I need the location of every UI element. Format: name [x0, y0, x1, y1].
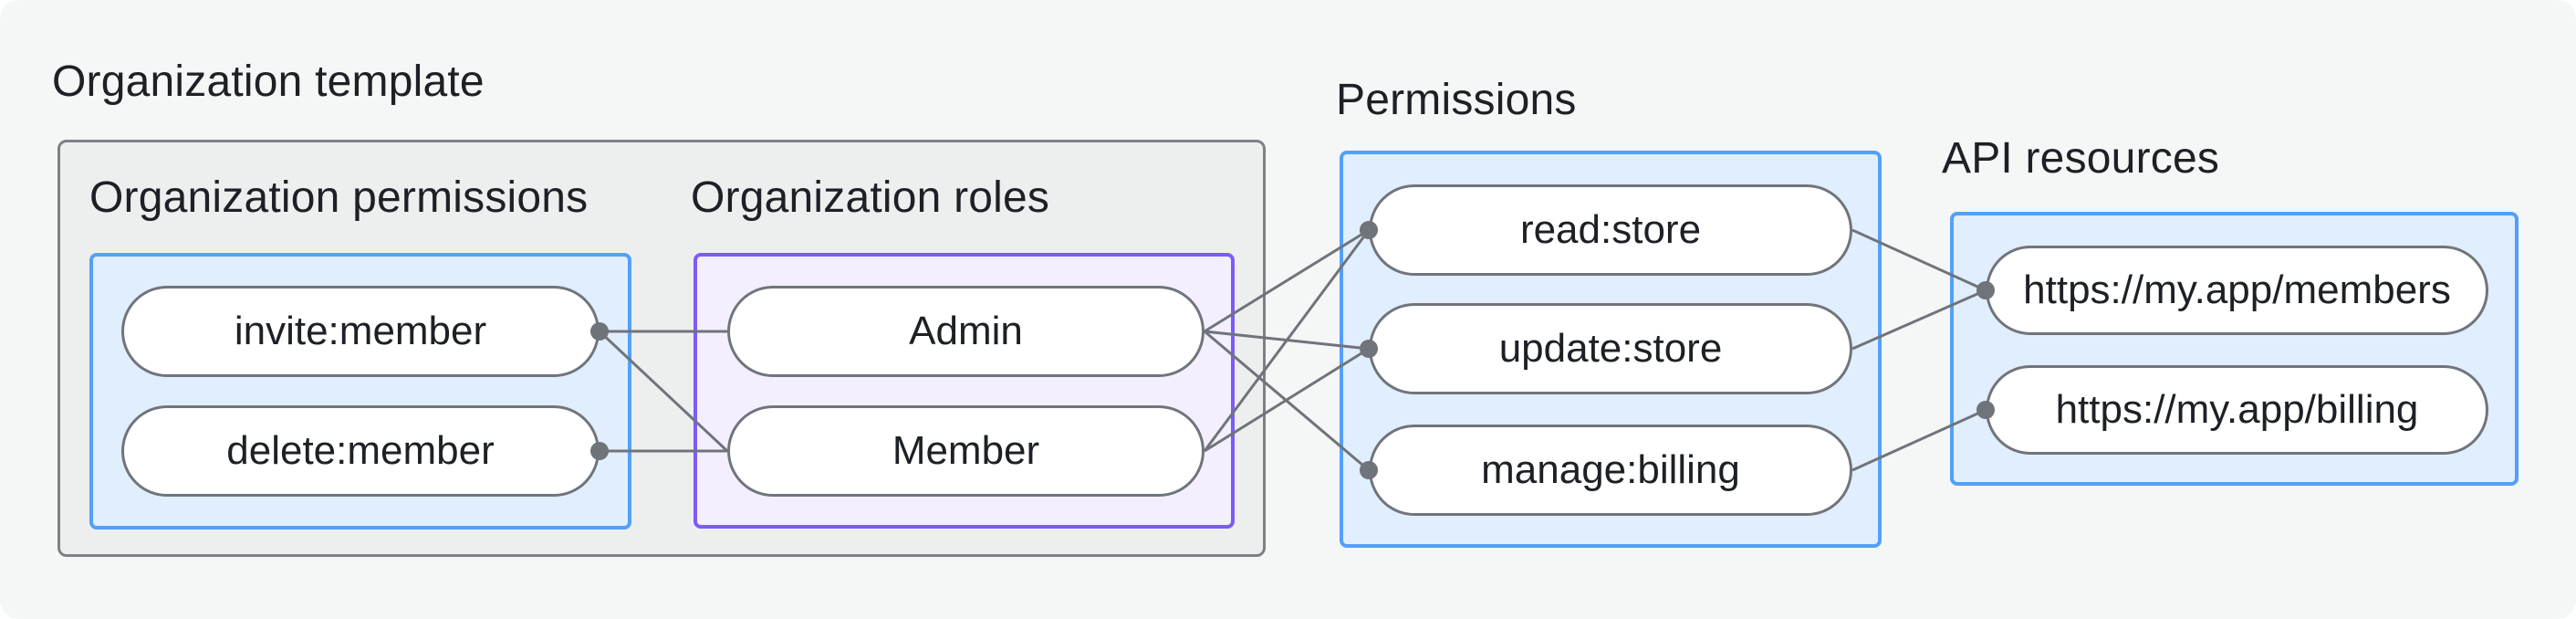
- permissions-heading: Permissions: [1336, 76, 1577, 124]
- organization-permissions-heading: Organization permissions: [89, 173, 589, 222]
- node-update-store: update:store: [1369, 303, 1852, 394]
- node-invite-member: invite:member: [121, 286, 600, 377]
- node-label: Admin: [909, 309, 1023, 353]
- node-label: invite:member: [234, 309, 487, 353]
- node-label: update:store: [1498, 326, 1723, 371]
- organization-template-heading: Organization template: [52, 58, 485, 106]
- node-member: Member: [727, 405, 1205, 497]
- node-label: https://my.app/billing: [2055, 387, 2419, 432]
- node-admin: Admin: [727, 286, 1205, 377]
- organization-roles-heading: Organization roles: [691, 173, 1050, 222]
- node-read-store: read:store: [1369, 184, 1852, 276]
- node-label: https://my.app/members: [2023, 268, 2451, 312]
- node-billing-resource: https://my.app/billing: [1986, 365, 2488, 455]
- node-delete-member: delete:member: [121, 405, 600, 497]
- node-label: delete:member: [226, 428, 495, 473]
- node-label: read:store: [1519, 207, 1702, 252]
- node-label: Member: [892, 428, 1040, 473]
- node-members-resource: https://my.app/members: [1986, 246, 2488, 335]
- node-manage-billing: manage:billing: [1369, 425, 1852, 516]
- node-label: manage:billing: [1481, 447, 1740, 492]
- api-resources-heading: API resources: [1942, 134, 2220, 183]
